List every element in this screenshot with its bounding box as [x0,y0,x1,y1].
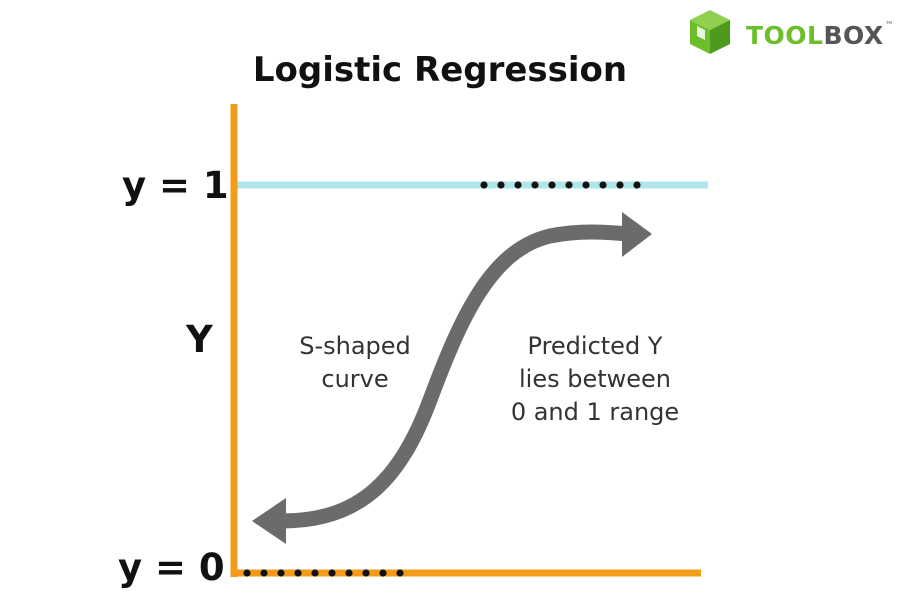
prediction-annotation: Predicted Y lies between 0 and 1 range [490,330,700,429]
cube-icon [690,10,730,54]
annotation-line: S-shaped [299,332,411,360]
annotation-line: lies between [518,365,671,393]
lower-dots [243,569,404,577]
y-axis-label: Y [186,318,213,361]
annotation-line: curve [321,365,389,393]
arrowhead-left-icon [252,498,286,544]
toolbox-logo: TOOLBOX™ [688,8,894,58]
lower-bound-label: y = 0 [118,546,225,589]
arrowhead-right-icon [622,212,652,257]
annotation-line: 0 and 1 range [510,398,680,426]
logo-text-box: BOX [823,21,884,50]
upper-bound-label: y = 1 [122,164,229,207]
logo-trademark: ™ [884,21,895,31]
upper-dots [480,181,641,189]
logo-wordmark: TOOLBOX™ [746,21,894,50]
logo-text-tool: TOOL [746,21,824,50]
page-title: Logistic Regression [252,50,628,90]
annotation-line: Predicted Y [527,332,663,360]
s-curve [281,224,629,529]
s-curve-annotation: S-shaped curve [280,330,430,396]
